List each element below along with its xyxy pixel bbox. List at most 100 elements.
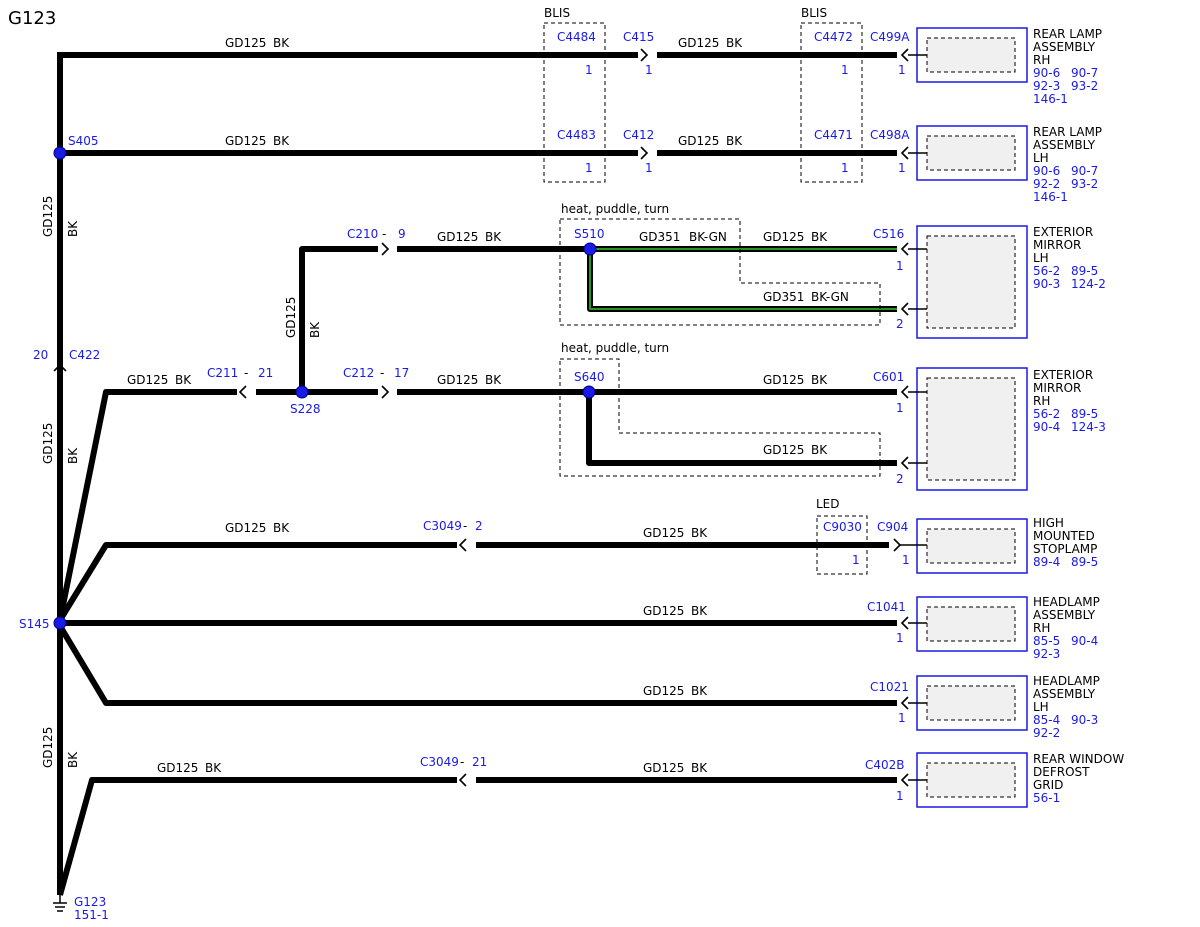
ref-link[interactable]: 92-3 [1033,647,1060,661]
c499a-label[interactable]: C499A [870,30,910,44]
component-headlamp-lh[interactable] [908,675,1028,731]
headlamp-lh-name-1: HEADLAMP [1033,674,1100,688]
ref-link[interactable]: 85-5 [1033,634,1060,648]
c516-label[interactable]: C516 [873,227,904,241]
ref-link[interactable]: 89-5 [1071,555,1098,569]
c904-label[interactable]: C904 [877,520,908,534]
ref-link[interactable]: 146-1 [1033,190,1068,204]
mirror-lh-name-2: MIRROR [1033,238,1081,252]
ref-link[interactable]: 92-3 [1033,79,1060,93]
c212-label[interactable]: C212 [343,366,374,380]
component-headlamp-rh[interactable] [908,596,1028,652]
splice-s405-dot[interactable] [53,146,67,160]
splice-s145-label[interactable]: S145 [19,617,50,631]
rear-lamp-rh-inner [926,37,1016,73]
splice-s145-dot[interactable] [53,616,67,630]
c412-label[interactable]: C412 [623,128,654,142]
ref-link[interactable]: 90-6 [1033,66,1060,80]
ref-link[interactable]: 56-2 [1033,407,1060,421]
ref-link[interactable]: 92-2 [1033,726,1060,740]
hpt-box-rh [559,358,881,477]
rear-lamp-lh-name-1: REAR LAMP [1033,125,1102,139]
label-gd125: GD125 [157,761,198,775]
ref-link[interactable]: 93-2 [1071,177,1098,191]
c601-label[interactable]: C601 [873,370,904,384]
ref-link[interactable]: 90-7 [1071,66,1098,80]
c498a-label[interactable]: C498A [870,128,910,142]
ref-link[interactable]: 93-2 [1071,79,1098,93]
ref-link[interactable]: 90-3 [1033,277,1060,291]
c9030-label[interactable]: C9030 [823,520,862,534]
component-rear-lamp-rh[interactable] [908,27,1028,83]
c1021-label[interactable]: C1021 [870,680,909,694]
ref-link[interactable]: 56-2 [1033,264,1060,278]
c4472-pin: 1 [841,63,849,77]
group-labels: BLIS BLIS heat, puddle, turn heat, puddl… [544,6,840,511]
c210-label[interactable]: C210 [347,227,378,241]
c402b-label[interactable]: C402B [865,758,905,772]
label-bk-vertical: BK [66,751,80,768]
mirror-lh-name-1: EXTERIOR [1033,225,1093,239]
ref-link[interactable]: 124-3 [1071,420,1106,434]
wire-gd351-lh-pin2-stripe [589,249,897,310]
c498a-pin: 1 [898,161,906,175]
ground-ref: 151-1 [74,908,109,922]
stoplamp-inner [926,528,1016,564]
splice-s228-label[interactable]: S228 [290,402,321,416]
label-bk: BK [273,134,290,148]
c4471-label[interactable]: C4471 [814,128,853,142]
headlamp-lh-inner [926,685,1016,721]
ref-link[interactable]: 146-1 [1033,92,1068,106]
group-boxes [543,22,881,575]
component-rear-lamp-lh[interactable] [908,125,1028,181]
headlamp-lh-name-2: ASSEMBLY [1033,687,1096,701]
component-mirror-lh[interactable] [908,225,1028,339]
label-bk-vertical: BK [66,220,80,237]
ref-link[interactable]: 92-2 [1033,177,1060,191]
c415-label[interactable]: C415 [623,30,654,44]
component-defrost[interactable] [908,752,1028,808]
splice-s510-label[interactable]: S510 [574,227,605,241]
blis-box-right [800,22,863,183]
mirror-rh-name-2: MIRROR [1033,381,1081,395]
splice-s405-label[interactable]: S405 [68,134,99,148]
c1041-pin: 1 [896,631,904,645]
c211-label[interactable]: C211 [207,366,238,380]
c3049-label[interactable]: C3049 [420,755,459,769]
c4472-label[interactable]: C4472 [814,30,853,44]
c422-label[interactable]: C422 [69,348,100,362]
label-bk: BK [273,36,290,50]
splice-s640-label[interactable]: S640 [574,370,605,384]
component-mirror-rh[interactable] [908,367,1028,491]
label-bk-vertical: BK [66,447,80,464]
ref-link[interactable]: 124-2 [1071,277,1106,291]
ground-label[interactable]: G123 [74,895,106,909]
ref-link[interactable]: 90-4 [1071,634,1098,648]
splice-s640-dot[interactable] [582,385,596,399]
ref-link[interactable]: 90-6 [1033,164,1060,178]
ref-link[interactable]: 56-1 [1033,791,1060,805]
c499a-chevron [900,48,909,62]
wire-mirror-rh-pin2 [586,392,897,466]
splice-s510-dot[interactable] [583,242,597,256]
label-gd125: GD125 [225,36,266,50]
headlamp-rh-inner [926,606,1016,642]
c211-chevron [238,385,247,399]
c1041-label[interactable]: C1041 [867,600,906,614]
ref-link[interactable]: 89-5 [1071,264,1098,278]
ref-link[interactable]: 90-7 [1071,164,1098,178]
component-stoplamp[interactable] [900,518,1028,574]
c4483-label[interactable]: C4483 [557,128,596,142]
mirror-rh-name-1: EXTERIOR [1033,368,1093,382]
c4484-label[interactable]: C4484 [557,30,596,44]
ref-link[interactable]: 89-4 [1033,555,1060,569]
label-gd125: GD125 [643,684,684,698]
rear-lamp-rh-name-1: REAR LAMP [1033,27,1102,41]
ref-link[interactable]: 90-4 [1033,420,1060,434]
ref-link[interactable]: 85-4 [1033,713,1060,727]
ref-link[interactable]: 90-3 [1071,713,1098,727]
splice-s228-dot[interactable] [295,385,309,399]
c3049-label[interactable]: C3049 [423,519,462,533]
ref-link[interactable]: 89-5 [1071,407,1098,421]
